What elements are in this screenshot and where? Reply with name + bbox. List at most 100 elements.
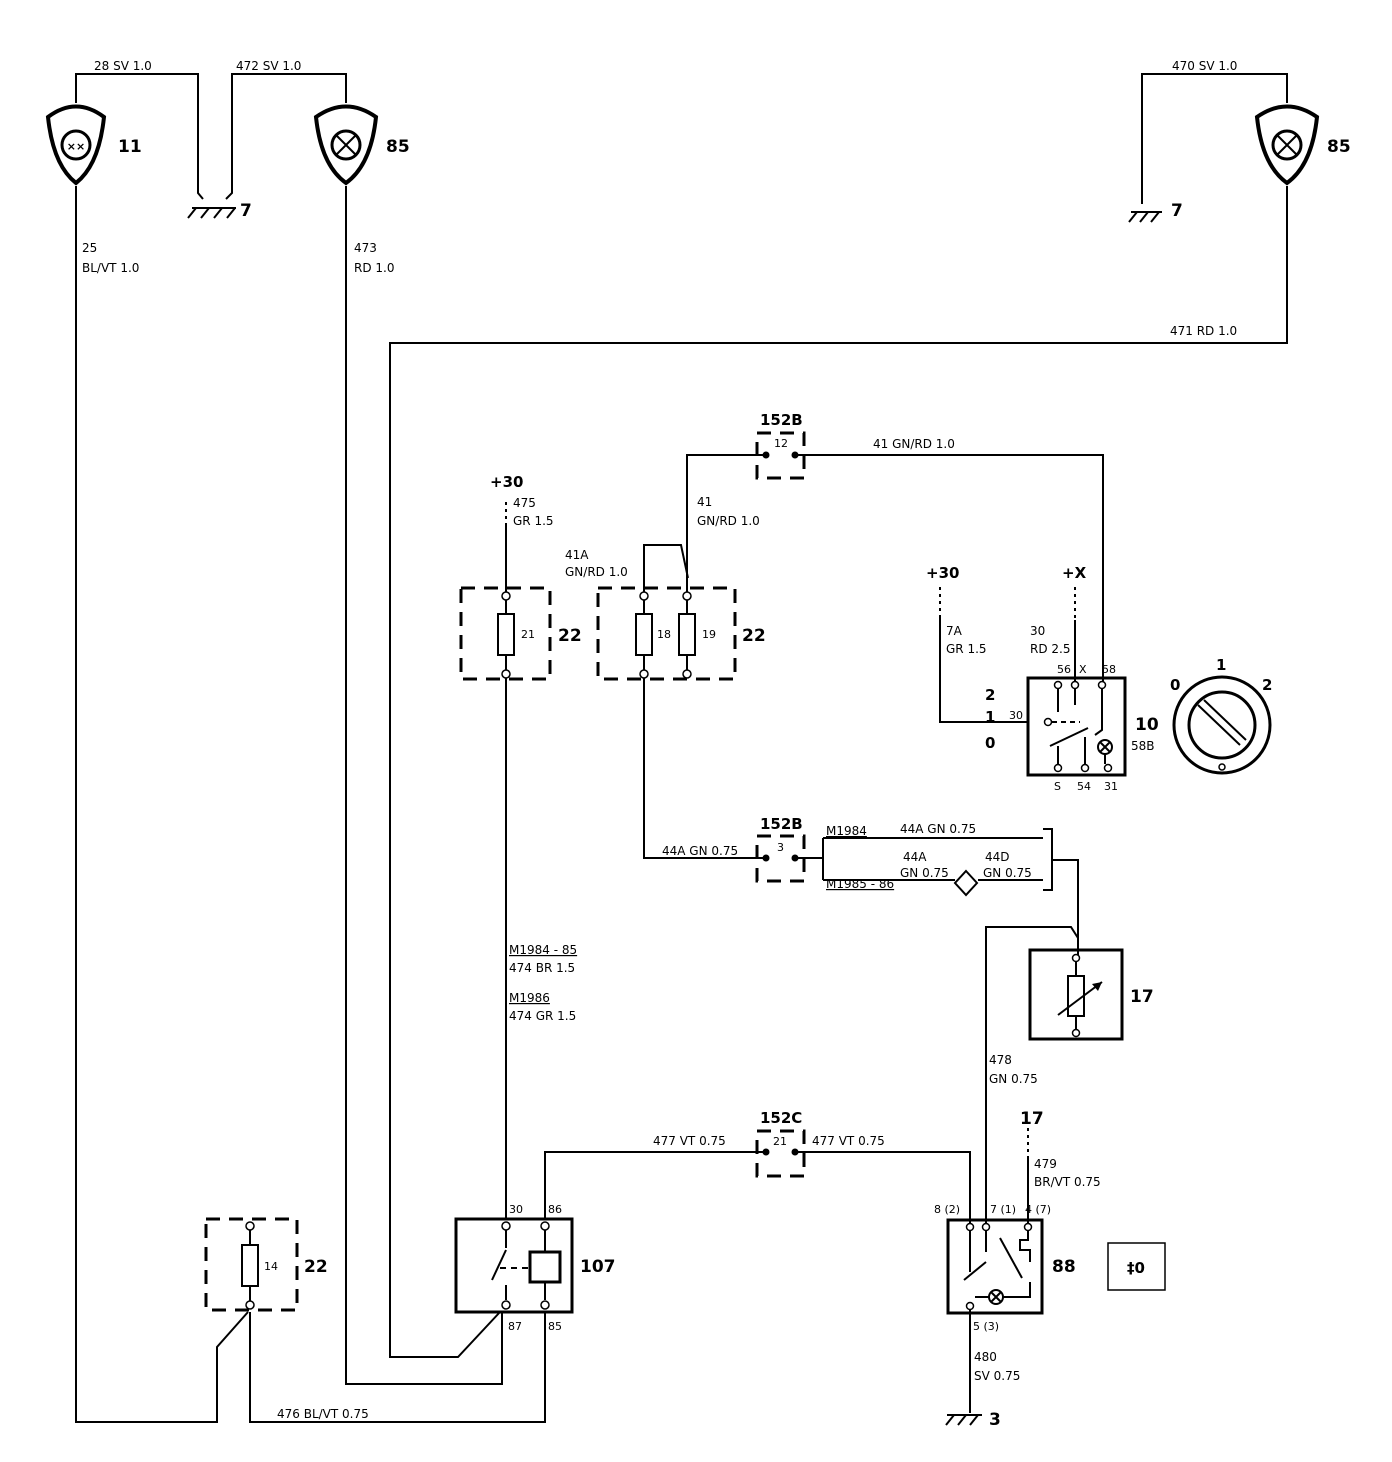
pin-12: 12 — [774, 437, 788, 450]
term-fog-4: 4 (7) — [1025, 1203, 1051, 1216]
rheostat-17 — [1028, 948, 1124, 1041]
pos-knob-0: 0 — [1170, 676, 1180, 694]
fuse-box-18-19 — [596, 586, 737, 681]
label-ground-3: 3 — [989, 1410, 1001, 1430]
label-lamp-85-right: 85 — [1327, 137, 1351, 157]
fuse-18: 18 — [657, 628, 671, 641]
label-fusebox-22-c: 22 — [304, 1257, 328, 1277]
wire-30-a: 30 — [1030, 624, 1045, 638]
pos-knob-2: 2 — [1262, 676, 1272, 694]
connector-152b-mid — [755, 834, 806, 883]
wire-474-gr: 474 GR 1.5 — [509, 1009, 576, 1023]
supply-30-a: +30 — [490, 473, 523, 491]
model-m1986: M1986 — [509, 991, 550, 1005]
wire-44a-b2: GN 0.75 — [900, 866, 949, 880]
wire-474-br: 474 BR 1.5 — [509, 961, 575, 975]
wire-480-a: 480 — [974, 1350, 997, 1364]
wire-44a-top: 44A GN 0.75 — [900, 822, 976, 836]
supply-30-b: +30 — [926, 564, 959, 582]
label-fusebox-22-b: 22 — [742, 626, 766, 646]
label-fog-switch-88: 88 — [1052, 1257, 1076, 1277]
pos-left-0: 0 — [985, 734, 995, 752]
label-lamp-85-left: 85 — [386, 137, 410, 157]
term-switch-s: S — [1054, 780, 1061, 793]
light-switch-10 — [1026, 676, 1127, 777]
pos-knob-1: 1 — [1216, 656, 1226, 674]
term-switch-56: 56 — [1057, 663, 1071, 676]
wire-41-a: 41 — [697, 495, 712, 509]
component-labels: 11 85 85 7 7 3 22 22 22 107 10 58B 17 17… — [118, 137, 1351, 1430]
wire-471: 471 RD 1.0 — [1170, 324, 1237, 338]
fuse-numbers: 21 18 19 14 12 3 21 — [264, 437, 788, 1273]
label-switch-10: 10 — [1135, 715, 1159, 735]
model-m1984-85: M1984 - 85 — [509, 943, 577, 957]
term-switch-x: X — [1079, 663, 1087, 676]
fog-symbol-box — [1107, 1242, 1166, 1291]
model-m1985-86: M1985 - 86 — [826, 877, 894, 891]
pin-21: 21 — [773, 1135, 787, 1148]
wire-44a-left: 44A GN 0.75 — [662, 844, 738, 858]
wire-477-right: 477 VT 0.75 — [812, 1134, 885, 1148]
label-rheostat-17: 17 — [1130, 987, 1154, 1007]
fog-lamp-85-left — [313, 104, 379, 186]
fog-switch-88 — [946, 1218, 1044, 1315]
svg-text:××: ×× — [67, 140, 85, 153]
pin-3: 3 — [777, 841, 784, 854]
wire-480-b: SV 0.75 — [974, 1369, 1020, 1383]
wire-labels: 28 SV 1.0 472 SV 1.0 470 SV 1.0 25 BL/VT… — [82, 59, 1237, 1421]
diamond-connector — [953, 869, 979, 897]
term-fog-7: 7 (1) — [990, 1203, 1016, 1216]
fog-lamp-85-right — [1254, 104, 1320, 186]
switch-positions: 2 1 0 0 1 2 — [985, 656, 1272, 752]
fuse-box-21 — [459, 586, 552, 681]
supply-labels: +30 +30 +X — [490, 473, 1087, 582]
pos-left-2: 2 — [985, 686, 995, 704]
label-connector-152c: 152C — [760, 1109, 802, 1127]
wire-473-b: RD 1.0 — [354, 261, 394, 275]
wire-472: 472 SV 1.0 — [236, 59, 301, 73]
model-m1984: M1984 — [826, 824, 867, 838]
term-switch-30: 30 — [1009, 709, 1023, 722]
wire-7a-b: GR 1.5 — [946, 642, 987, 656]
label-lamp-11: 11 — [118, 137, 142, 157]
label-connector-152b-mid: 152B — [760, 815, 803, 833]
terminal-labels: 30 56 X 58 S 54 31 30 86 87 85 8 (2) 7 (… — [508, 663, 1118, 1333]
ground-symbol-bottom — [945, 1414, 982, 1426]
pos-left-1: 1 — [985, 708, 995, 726]
wire-475-a: 475 — [513, 496, 536, 510]
wire-25-b: BL/VT 1.0 — [82, 261, 139, 275]
wire-28: 28 SV 1.0 — [94, 59, 152, 73]
rear-fog-lamp-11: ×× — [45, 104, 107, 186]
wire-473-a: 473 — [354, 241, 377, 255]
wire-479-b: BR/VT 0.75 — [1034, 1175, 1101, 1189]
wire-41-b: GN/RD 1.0 — [697, 514, 760, 528]
relay-107 — [454, 1217, 574, 1314]
wire-477-left: 477 VT 0.75 — [653, 1134, 726, 1148]
fog-symbol: ‡0 — [1127, 1259, 1145, 1277]
wire-44d-b: GN 0.75 — [983, 866, 1032, 880]
label-fusebox-22-a: 22 — [558, 626, 582, 646]
ground-symbol-left — [187, 207, 236, 219]
term-relay-86: 86 — [548, 1203, 562, 1216]
term-switch-54: 54 — [1077, 780, 1091, 793]
label-rheostat-ref-17: 17 — [1020, 1109, 1044, 1129]
term-relay-30: 30 — [509, 1203, 523, 1216]
wire-479-a: 479 — [1034, 1157, 1057, 1171]
wire-44a-b1: 44A — [903, 850, 927, 864]
connector-152c — [755, 1129, 806, 1178]
wire-476: 476 BL/VT 0.75 — [277, 1407, 369, 1421]
wire-41-top: 41 GN/RD 1.0 — [873, 437, 955, 451]
term-switch-31: 31 — [1104, 780, 1118, 793]
connector-152b-top — [755, 431, 806, 480]
fuse-box-14 — [204, 1217, 299, 1312]
label-relay-107: 107 — [580, 1257, 616, 1277]
term-fog-5: 5 (3) — [973, 1320, 999, 1333]
wires — [75, 73, 1288, 1423]
label-ground-7-right: 7 — [1171, 201, 1183, 221]
label-switch-58b: 58B — [1131, 739, 1155, 753]
wire-470: 470 SV 1.0 — [1172, 59, 1237, 73]
fuse-21: 21 — [521, 628, 535, 641]
term-fog-8: 8 (2) — [934, 1203, 960, 1216]
wire-25-a: 25 — [82, 241, 97, 255]
